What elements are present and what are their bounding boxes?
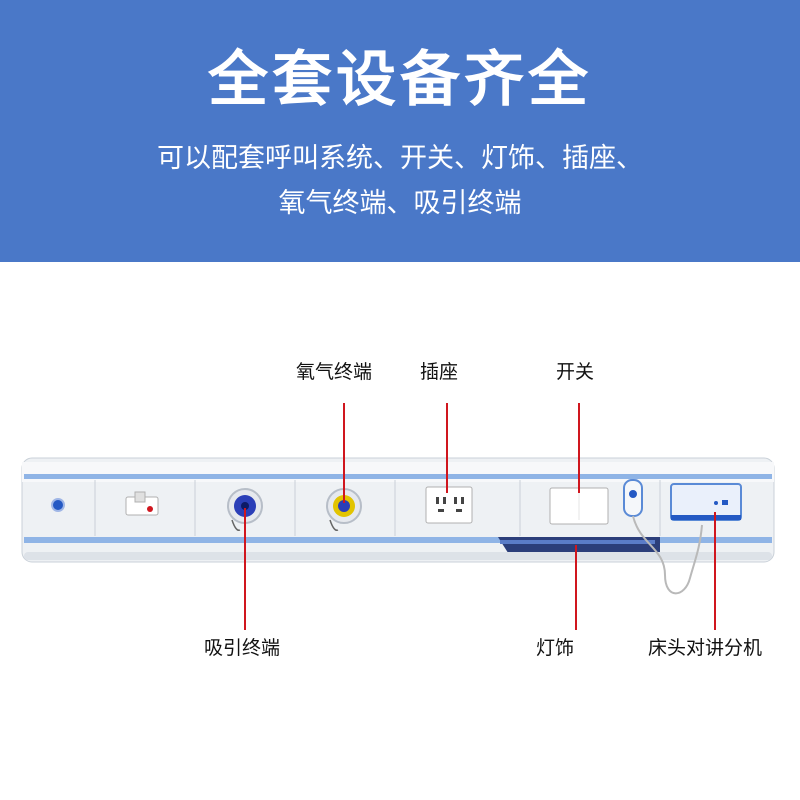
subtitle-line-2: 氧气终端、吸引终端 — [278, 188, 522, 219]
oxygen-terminal-label: 氧气终端 — [296, 361, 373, 383]
subtitle-line-1: 可以配套呼叫系统、开关、灯饰、插座、 — [157, 143, 643, 174]
intercom-pointer — [714, 512, 716, 630]
lighting-label: 灯饰 — [536, 637, 575, 659]
header-banner: 全套设备齐全 可以配套呼叫系统、开关、灯饰、插座、 氧气终端、吸引终端 — [0, 0, 800, 262]
suction-terminal-icon — [227, 488, 263, 532]
intercom-icon — [670, 483, 742, 521]
bedside-intercom-label: 床头对讲分机 — [648, 637, 763, 659]
switch-icon — [549, 487, 609, 525]
breaker-icon — [125, 491, 159, 516]
socket-label: 插座 — [420, 361, 459, 383]
call-handle-icon — [623, 479, 703, 595]
lighting-pointer — [575, 545, 577, 630]
socket-pointer — [446, 403, 448, 493]
socket-icon — [425, 486, 473, 524]
suction-terminal-label: 吸引终端 — [204, 637, 281, 659]
oxygen-pointer — [343, 403, 345, 503]
switch-label: 开关 — [556, 361, 595, 383]
switch-pointer — [578, 403, 580, 493]
suction-pointer — [244, 508, 246, 630]
page-title: 全套设备齐全 — [208, 45, 592, 115]
indicator-light-icon — [51, 498, 65, 512]
